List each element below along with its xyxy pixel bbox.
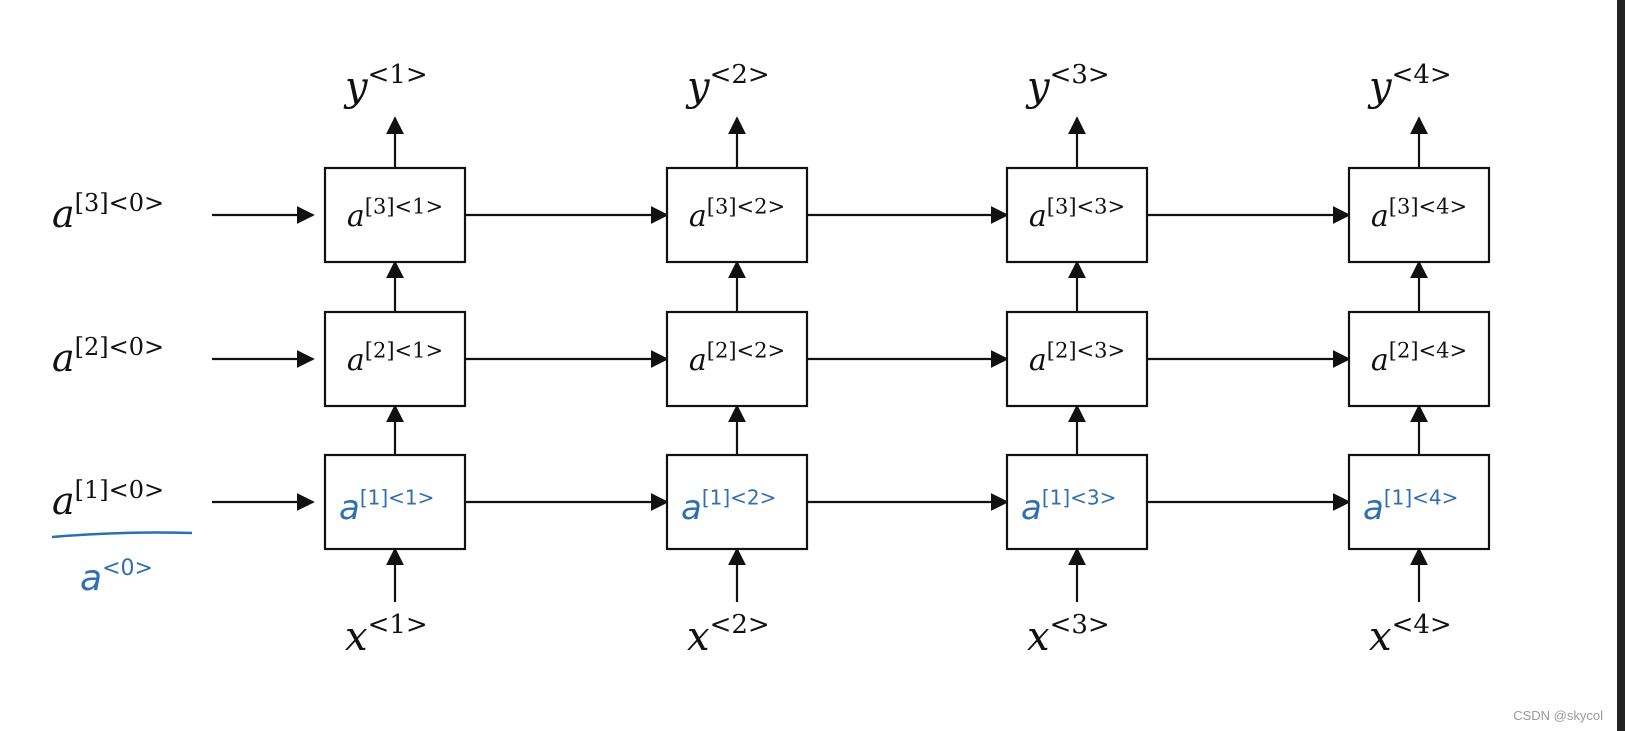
initial-state-layer2: a[2]<0> xyxy=(52,333,164,380)
cell-layer1-t2 xyxy=(665,453,809,551)
cell-label-layer2-t3: a[2]<3> xyxy=(1029,338,1125,378)
cell-layer2-t3 xyxy=(1005,310,1149,408)
watermark: CSDN @skycol xyxy=(1513,708,1603,723)
output-label-t4: y<4> xyxy=(1367,60,1452,110)
cell-layer2-t1 xyxy=(323,310,467,408)
cell-layer2-t2 xyxy=(665,310,809,408)
input-label-t4: x<4> xyxy=(1369,610,1452,660)
screen-edge xyxy=(1617,0,1625,731)
cell-label-layer2-t1: a[2]<1> xyxy=(347,338,443,378)
cell-layer3-t1 xyxy=(323,166,467,264)
cell-layer3-t4 xyxy=(1347,166,1491,264)
cell-layer1-t1 xyxy=(323,453,467,551)
cell-layer3-t2 xyxy=(665,166,809,264)
cell-label-layer1-t4: a[1]<4> xyxy=(1363,486,1458,528)
initial-state-layer3: a[3]<0> xyxy=(52,189,164,236)
cell-label-layer2-t4: a[2]<4> xyxy=(1371,338,1467,378)
output-label-t3: y<3> xyxy=(1025,60,1110,110)
input-label-t1: x<1> xyxy=(345,610,428,660)
cell-label-layer3-t3: a[3]<3> xyxy=(1029,194,1125,234)
cell-label-layer1-t1: a[1]<1> xyxy=(339,486,434,528)
cell-layer1-t3 xyxy=(1005,453,1149,551)
output-label-t1: y<1> xyxy=(343,60,428,110)
cell-label-layer1-t3: a[1]<3> xyxy=(1021,486,1116,528)
input-label-t2: x<2> xyxy=(687,610,770,660)
handwritten-note: a<0> xyxy=(80,556,153,599)
cell-label-layer1-t2: a[1]<2> xyxy=(681,486,776,528)
input-label-t3: x<3> xyxy=(1027,610,1110,660)
cell-layer3-t3 xyxy=(1005,166,1149,264)
cell-label-layer3-t1: a[3]<1> xyxy=(347,194,443,234)
output-label-t2: y<2> xyxy=(685,60,770,110)
cell-label-layer3-t2: a[3]<2> xyxy=(689,194,785,234)
initial-state-layer1: a[1]<0> xyxy=(52,476,164,523)
cell-layer1-t4 xyxy=(1347,453,1491,551)
cell-label-layer3-t4: a[3]<4> xyxy=(1371,194,1467,234)
cell-label-layer2-t2: a[2]<2> xyxy=(689,338,785,378)
handwritten-underline xyxy=(51,531,193,539)
cell-layer2-t4 xyxy=(1347,310,1491,408)
